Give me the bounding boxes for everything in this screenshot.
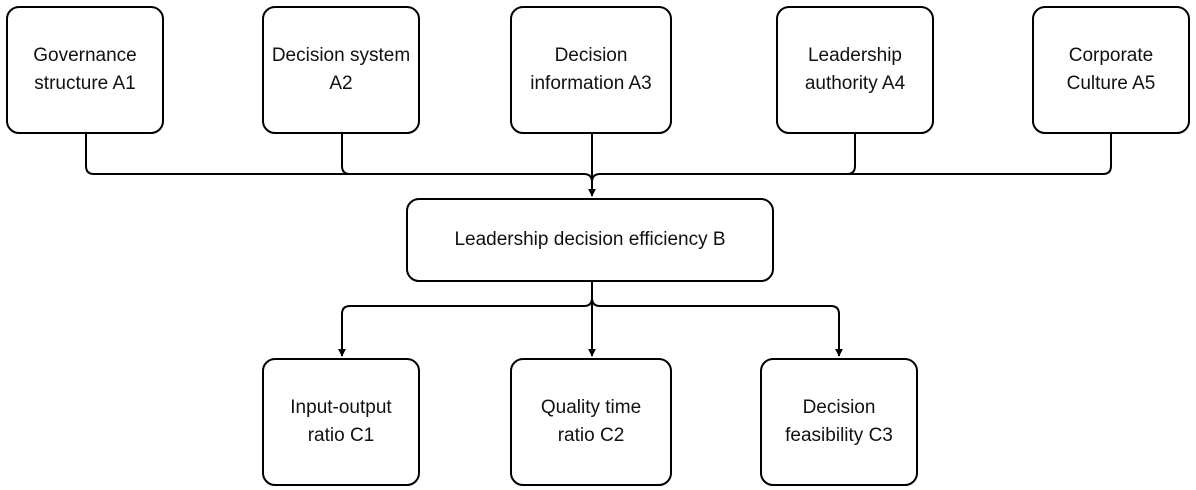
node-label: Leadership decision efficiency B	[454, 229, 726, 250]
connector-b-to-c3	[591, 297, 843, 357]
node-label: Quality time ratio C2	[540, 397, 642, 446]
node-label: Decision feasibility C3	[785, 397, 893, 446]
node-label: Corporate Culture A5	[1066, 45, 1156, 94]
connector-a5-to-b	[591, 134, 1112, 183]
node-label: Leadership authority A4	[804, 45, 906, 94]
connector-a1-to-b	[85, 134, 593, 183]
node-decision-feasibility: Decision feasibility C3	[760, 358, 918, 486]
node-quality-time-ratio: Quality time ratio C2	[510, 358, 672, 486]
connector-a4-to-b	[846, 134, 856, 175]
node-leadership-authority: Leadership authority A4	[776, 6, 934, 134]
connector-b-to-c1	[338, 297, 593, 357]
node-leadership-decision-efficiency: Leadership decision efficiency B	[406, 198, 774, 282]
node-label: Governance structure A1	[33, 45, 137, 94]
node-decision-information: Decision information A3	[510, 6, 672, 134]
node-governance-structure: Governance structure A1	[6, 6, 164, 134]
connector-a2-to-b	[341, 134, 351, 175]
node-decision-system: Decision system A2	[262, 6, 420, 134]
node-label: Decision system A2	[271, 45, 411, 94]
node-corporate-culture: Corporate Culture A5	[1032, 6, 1190, 134]
node-label: Decision information A3	[530, 45, 652, 94]
node-input-output-ratio: Input-output ratio C1	[262, 358, 420, 486]
node-label: Input-output ratio C1	[290, 397, 392, 446]
